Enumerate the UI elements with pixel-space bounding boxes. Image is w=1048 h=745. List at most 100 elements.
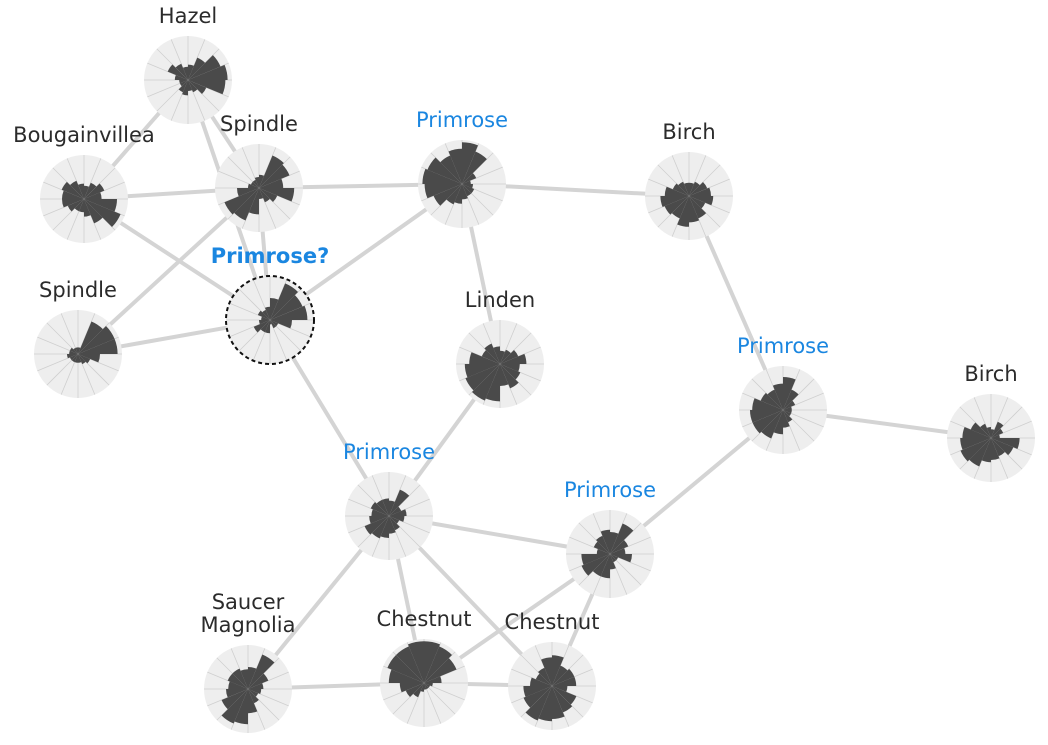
petal-wedge bbox=[783, 410, 793, 423]
petal-wedge bbox=[62, 190, 84, 199]
petal-wedge bbox=[389, 509, 407, 516]
petal-wedge bbox=[389, 489, 410, 516]
node-linden: Linden bbox=[456, 288, 544, 408]
petal-wedge bbox=[500, 364, 521, 380]
grid-spoke bbox=[46, 322, 79, 355]
petal-wedge bbox=[188, 80, 198, 93]
petal-wedge bbox=[424, 646, 453, 683]
petal-wedge bbox=[469, 352, 500, 364]
petal-wedge bbox=[960, 438, 991, 450]
petal-wedge bbox=[264, 320, 270, 334]
petal-wedge bbox=[610, 539, 629, 554]
node-label: Saucer bbox=[212, 590, 285, 614]
petal-wedge bbox=[689, 196, 707, 219]
petal-wedge bbox=[228, 681, 248, 689]
petal-wedge bbox=[991, 429, 995, 438]
petal-wedge bbox=[248, 689, 258, 714]
node-chestnut_b: Chestnut bbox=[505, 610, 599, 730]
petal-wedge bbox=[677, 196, 689, 227]
petal-wedge bbox=[387, 654, 424, 683]
petal-wedge bbox=[962, 427, 991, 438]
petal-wedge bbox=[783, 410, 790, 428]
petal-wedge bbox=[84, 192, 102, 199]
petal-wedge bbox=[552, 686, 577, 705]
petal-wedge bbox=[783, 410, 792, 417]
petal-wedge bbox=[537, 667, 552, 686]
petal-wedge bbox=[389, 506, 402, 516]
node-primrose_mid: Primrose bbox=[343, 440, 435, 560]
petal-wedge bbox=[761, 410, 783, 439]
petal-wedge bbox=[991, 428, 1004, 438]
petal-wedge bbox=[610, 548, 626, 554]
grid-spoke bbox=[247, 688, 266, 730]
petal-wedge bbox=[67, 199, 84, 212]
petal-wedge bbox=[179, 80, 188, 87]
petal-wedge bbox=[237, 188, 259, 197]
petal-wedge bbox=[596, 548, 610, 554]
petal-wedge bbox=[462, 180, 471, 184]
petal-wedge bbox=[234, 689, 248, 725]
node-label: Primrose bbox=[564, 478, 656, 502]
petal-wedge bbox=[500, 349, 511, 364]
petal-wedge bbox=[773, 410, 783, 435]
petal-wedge bbox=[78, 321, 103, 354]
petal-wedge bbox=[424, 676, 442, 683]
petal-wedge bbox=[422, 168, 462, 184]
node-primrose_lower: Primrose bbox=[564, 478, 656, 598]
node-primrose_top: Primrose bbox=[416, 108, 508, 228]
petal-wedge bbox=[493, 346, 500, 364]
petal-wedge bbox=[610, 554, 617, 563]
petal-wedge bbox=[61, 181, 84, 199]
petal-wedge bbox=[175, 63, 188, 80]
petal-wedge bbox=[73, 347, 78, 354]
petal-wedge bbox=[413, 683, 424, 698]
petal-wedge bbox=[376, 499, 389, 516]
petal-wedge bbox=[581, 554, 610, 565]
petal-wedge bbox=[395, 646, 424, 683]
petal-wedge bbox=[462, 184, 475, 194]
petal-wedge bbox=[465, 364, 500, 391]
petal-wedge bbox=[364, 516, 389, 535]
petal-wedge bbox=[69, 354, 78, 361]
petal-wedge bbox=[600, 554, 610, 579]
petal-wedge bbox=[500, 349, 519, 364]
petal-wedge bbox=[500, 350, 506, 364]
petal-wedge bbox=[74, 199, 84, 212]
node-spindle_left: Spindle bbox=[34, 278, 122, 398]
node-birch_top: Birch bbox=[645, 120, 733, 240]
petal-wedge bbox=[248, 654, 275, 689]
petal-wedge bbox=[689, 196, 700, 223]
petal-wedge bbox=[388, 669, 424, 683]
petal-wedge bbox=[71, 354, 78, 363]
node-label: Hazel bbox=[159, 4, 217, 28]
node-chestnut_a: Chestnut bbox=[377, 607, 472, 727]
grid-spoke bbox=[247, 688, 289, 707]
petal-wedge bbox=[610, 554, 632, 563]
node-spindle_top: Spindle bbox=[215, 112, 303, 232]
petal-wedge bbox=[270, 283, 299, 320]
petal-wedge bbox=[84, 199, 91, 217]
petal-wedge bbox=[783, 406, 792, 410]
petal-wedge bbox=[167, 64, 188, 80]
petal-wedge bbox=[74, 354, 78, 363]
petal-wedge bbox=[424, 683, 433, 687]
petal-wedge bbox=[981, 438, 991, 463]
petal-wedge bbox=[69, 347, 78, 354]
petal-wedge bbox=[84, 185, 90, 199]
petal-wedge bbox=[991, 438, 1000, 460]
node-label: Chestnut bbox=[377, 607, 472, 631]
petal-wedge bbox=[226, 689, 248, 698]
petal-wedge bbox=[69, 350, 78, 354]
petal-wedge bbox=[664, 196, 689, 215]
petal-wedge bbox=[248, 683, 264, 689]
petal-wedge bbox=[270, 298, 279, 320]
petal-wedge bbox=[484, 343, 500, 364]
grid-spoke bbox=[423, 682, 442, 724]
petal-wedge bbox=[188, 80, 226, 95]
petal-wedge bbox=[370, 501, 389, 516]
node-label: Linden bbox=[465, 288, 535, 312]
petal-wedge bbox=[240, 669, 248, 689]
petal-wedge bbox=[552, 686, 565, 719]
petal-wedge bbox=[541, 657, 552, 686]
